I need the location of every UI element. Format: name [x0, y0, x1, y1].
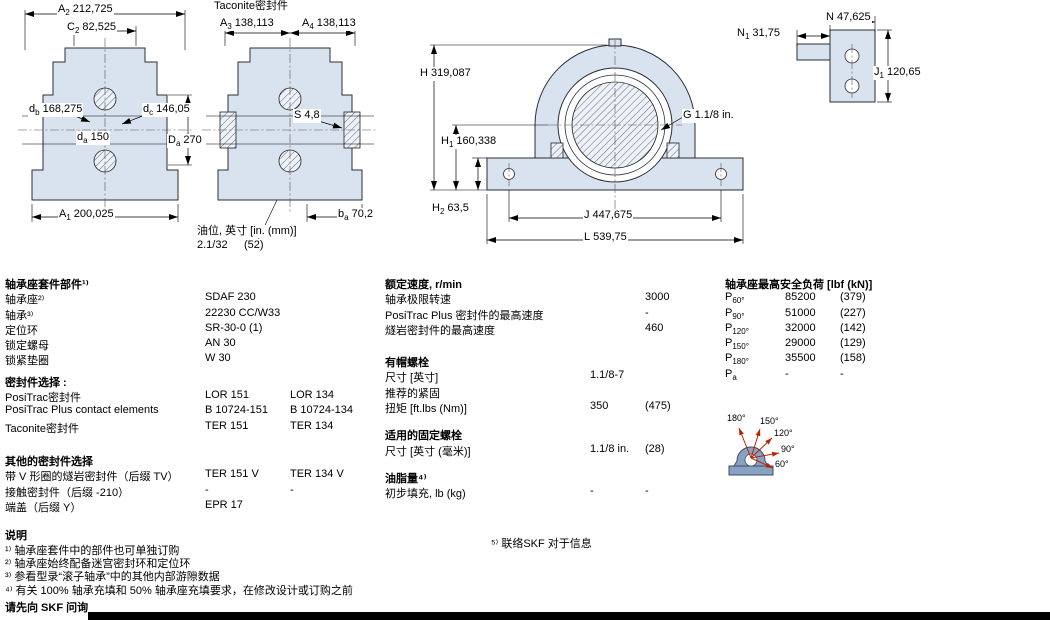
grease-header: 油脂量⁴⁾ — [385, 472, 427, 485]
speed-header: 额定速度, r/min — [385, 279, 463, 291]
load-table: 轴承座最高安全负荷 [lbf (kN)] P60°85200(379) P90°… — [725, 276, 1025, 383]
table-row: PosiTrac Plus 密封件的最高速度- — [385, 306, 649, 322]
technical-drawings — [18, 10, 892, 244]
cap-bolts-header: 有帽螺栓 — [385, 357, 429, 370]
load-row: P120°32000(142) — [725, 321, 866, 337]
drawing-end-view — [796, 16, 892, 103]
table-row: 尺寸 [英寸 (毫米)]1.1/8 in.(28) — [385, 442, 665, 458]
oil-level-label: 油位, 英寸 [in. (mm)] — [196, 225, 298, 238]
load-header: 轴承座最高安全负荷 [lbf (kN)] — [725, 279, 873, 291]
angle-label-180: 180° — [727, 413, 746, 423]
fixing-bolts-header: 适用的固定螺栓 — [385, 430, 462, 443]
note-1: ¹⁾ 轴承座套件中的部件也可单独订购 — [5, 545, 180, 557]
angle-label-90: 90° — [781, 444, 795, 454]
components-table: 轴承座套件部件¹⁾ 轴承座²⁾SDAF 230 轴承³⁾22230 CC/W33… — [5, 276, 380, 514]
footer-bar — [88, 612, 1050, 620]
table-row: 扭矩 [ft.lbs (Nm)]350(475) — [385, 400, 671, 416]
taconite-title: Taconite密封件 — [213, 0, 289, 13]
components-header: 轴承座套件部件¹⁾ — [5, 279, 89, 291]
notes-header: 说明 — [5, 530, 27, 542]
drawing-taconite-section — [202, 22, 378, 241]
load-row: P90°51000(227) — [725, 306, 866, 321]
table-row: 初步填充, lb (kg)-- — [385, 485, 649, 501]
load-row: P180°35500(158) — [725, 352, 866, 367]
footnotes: 说明 ¹⁾ 轴承座套件中的部件也可单独订购 ²⁾ 轴承座始终配备迷宫密封环和定位… — [5, 527, 353, 615]
table-row: 推荐的紧固 — [385, 387, 440, 400]
oil-level-inch: 2.1/32 — [196, 239, 229, 252]
table-row: 轴承³⁾22230 CC/W33 — [5, 306, 281, 322]
note-4: ⁴⁾ 有关 100% 轴承充填和 50% 轴承座充填要求，在修改设计或订购之前 — [5, 584, 353, 597]
angle-label-120: 120° — [774, 428, 793, 438]
table-row: 尺寸 [英寸]1.1/8-7 — [385, 369, 625, 385]
load-row: Pa-- — [725, 367, 844, 382]
angle-label-150: 150° — [760, 416, 779, 426]
note-2: ²⁾ 轴承座始终配备迷宫密封环和定位环 — [5, 558, 191, 571]
seals-header: 密封件选择 : — [5, 376, 67, 389]
other-seals-header: 其他的密封件选择 — [5, 455, 93, 468]
load-row: P60°85200(379) — [725, 291, 866, 306]
table-row: 轴承座²⁾SDAF 230 — [5, 291, 256, 307]
table-row: 接触密封件（后缀 -210）-- — [5, 483, 294, 499]
drawing-front-view — [430, 38, 744, 244]
angle-label-60: 60° — [775, 459, 789, 469]
note-contact-skf: ⁵⁾ 联络SKF 对于信息 — [491, 538, 592, 550]
table-row: 端盖（后缀 Y）EPR 17 — [5, 498, 243, 514]
load-direction-diagram — [728, 427, 780, 476]
note-3: ³⁾ 参看型录“滚子轴承”中的其他内部游隙数据 — [5, 571, 220, 584]
load-row: P150°29000(129) — [725, 337, 866, 352]
note-final: 请先向 SKF 问询 — [5, 601, 89, 614]
oil-level-mm: (52) — [243, 239, 265, 252]
